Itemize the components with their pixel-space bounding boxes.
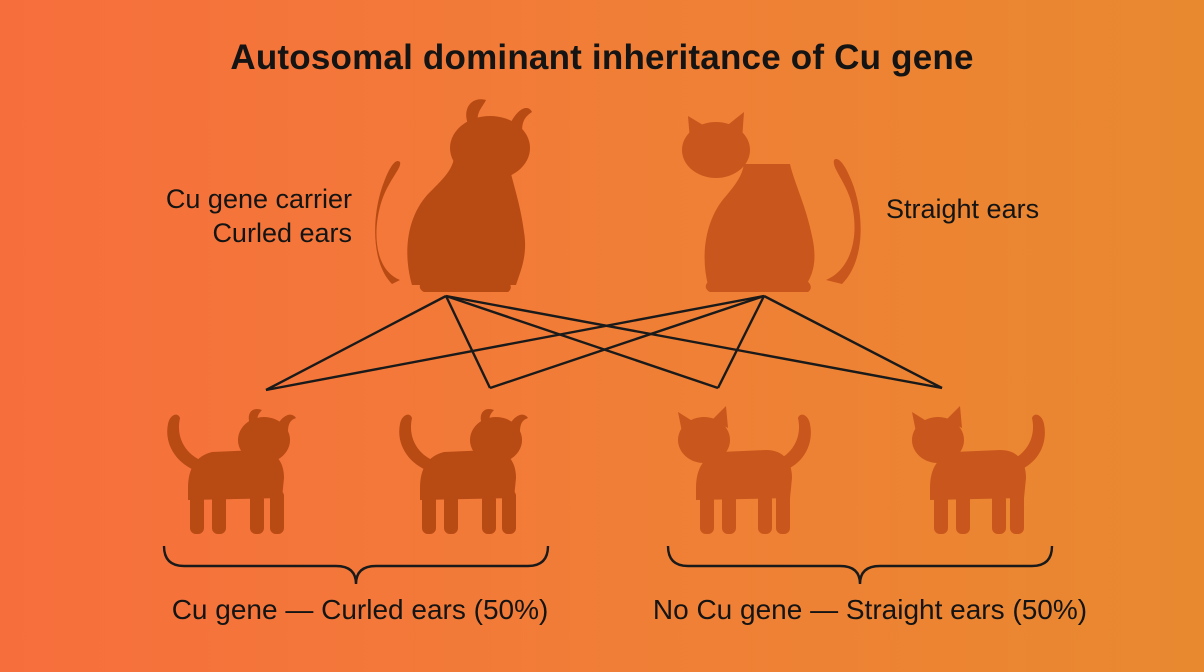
cross-line <box>445 294 943 390</box>
cross-line <box>716 295 766 389</box>
page-title: Autosomal dominant inheritance of Cu gen… <box>230 38 974 77</box>
curled-group-brace <box>162 545 550 585</box>
curled-offspring-caption: Cu gene — Curled ears (50%) <box>171 594 549 625</box>
straight-offspring-caption: No Cu gene — Straight ears (50%) <box>652 594 1088 625</box>
curled-ear-parent-cat-icon <box>375 99 532 293</box>
curled-ear-kitten-icon <box>399 408 528 534</box>
cross-line <box>444 295 492 389</box>
carrier-label-line1: Cu gene carrier <box>165 184 352 214</box>
carrier-parent-label: Cu gene carrier Curled ears <box>166 182 352 250</box>
cross-lines <box>265 294 943 392</box>
curled-ear-kitten-icon <box>167 408 296 534</box>
straight-ear-kitten-icon <box>912 406 1045 534</box>
straight-group-brace <box>666 545 1054 585</box>
straight-ear-kitten-icon <box>678 406 811 534</box>
cross-line <box>265 294 447 392</box>
straight-ear-parent-cat-icon <box>682 112 861 292</box>
cross-line <box>445 294 719 390</box>
cross-line <box>489 294 765 390</box>
carrier-label-line2: Curled ears <box>212 218 352 248</box>
straight-parent-label: Straight ears <box>886 194 1040 224</box>
cross-line <box>763 294 943 390</box>
cross-line <box>265 294 765 392</box>
